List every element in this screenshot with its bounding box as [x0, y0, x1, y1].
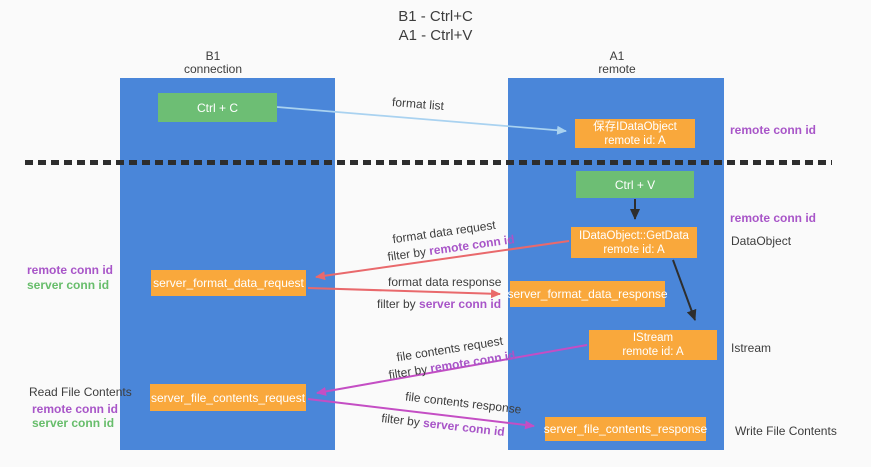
label-file-contents-response: file contents response — [404, 389, 523, 417]
title-line-1: B1 - Ctrl+C — [398, 8, 473, 25]
label-filter-by-server-1: filter by server conn id — [377, 297, 502, 311]
server-conn-id-filter-1: server conn id — [419, 297, 502, 311]
left-remote-conn-id-2: remote conn id — [32, 402, 119, 416]
right-istream-label: Istream — [731, 341, 772, 355]
label-filter-by-server-2: filter by server conn id — [380, 411, 506, 439]
box-save-idataobject-line2: remote id: A — [604, 134, 666, 147]
box-istream: IStream remote id: A — [589, 330, 717, 360]
box-server-file-contents-request: server_file_contents_request — [150, 384, 306, 411]
box-server-file-contents-response-label: server_file_contents_response — [543, 422, 708, 436]
right-write-file-contents-label: Write File Contents — [735, 424, 837, 438]
title-line-2: A1 - Ctrl+V — [398, 27, 473, 44]
left-remote-conn-id-1: remote conn id — [27, 263, 114, 277]
right-remote-conn-id-1: remote conn id — [730, 123, 817, 137]
column-b1-name: B1 — [205, 49, 221, 63]
label-format-data-response: format data response — [388, 275, 502, 289]
right-dataobject-label: DataObject — [731, 234, 792, 248]
box-istream-line1: IStream — [632, 332, 674, 344]
box-istream-line2: remote id: A — [622, 346, 684, 358]
box-save-idataobject-line1: 保存IDataObject — [593, 120, 677, 133]
box-server-file-contents-request-label: server_file_contents_request — [150, 390, 306, 405]
box-ctrl-v: Ctrl + V — [576, 171, 694, 198]
label-format-list: format list — [391, 94, 445, 114]
box-server-format-data-response: server_format_data_response — [507, 281, 668, 307]
box-idataobject-getdata-line1: IDataObject::GetData — [579, 229, 689, 242]
left-server-conn-id-1: server conn id — [27, 278, 110, 292]
box-server-file-contents-response: server_file_contents_response — [543, 417, 708, 441]
column-b1-role: connection — [183, 62, 243, 76]
box-ctrl-c-label: Ctrl + C — [196, 100, 238, 115]
box-idataobject-getdata: IDataObject::GetData remote id: A — [571, 227, 697, 258]
right-remote-conn-id-2: remote conn id — [730, 211, 817, 225]
left-read-file-contents-label: Read File Contents — [29, 385, 132, 399]
box-ctrl-v-label: Ctrl + V — [614, 177, 656, 192]
box-save-idataobject: 保存IDataObject remote id: A — [575, 119, 695, 148]
column-a1-role: remote — [598, 62, 636, 76]
diagram-title: B1 - Ctrl+C A1 - Ctrl+V — [0, 7, 871, 45]
column-header-b1: B1 connection — [153, 50, 273, 76]
phase-divider-dashed-line — [25, 160, 832, 165]
box-idataobject-getdata-line2: remote id: A — [603, 243, 665, 256]
column-a1-name: A1 — [609, 49, 625, 63]
box-server-format-data-response-label: server_format_data_response — [507, 287, 668, 301]
left-server-conn-id-2: server conn id — [32, 416, 115, 430]
server-conn-id-filter-2: server conn id — [422, 415, 506, 439]
box-ctrl-c: Ctrl + C — [158, 93, 277, 122]
box-server-format-data-request: server_format_data_request — [151, 270, 306, 296]
box-server-format-data-request-label: server_format_data_request — [153, 276, 304, 290]
column-header-a1: A1 remote — [557, 50, 677, 76]
